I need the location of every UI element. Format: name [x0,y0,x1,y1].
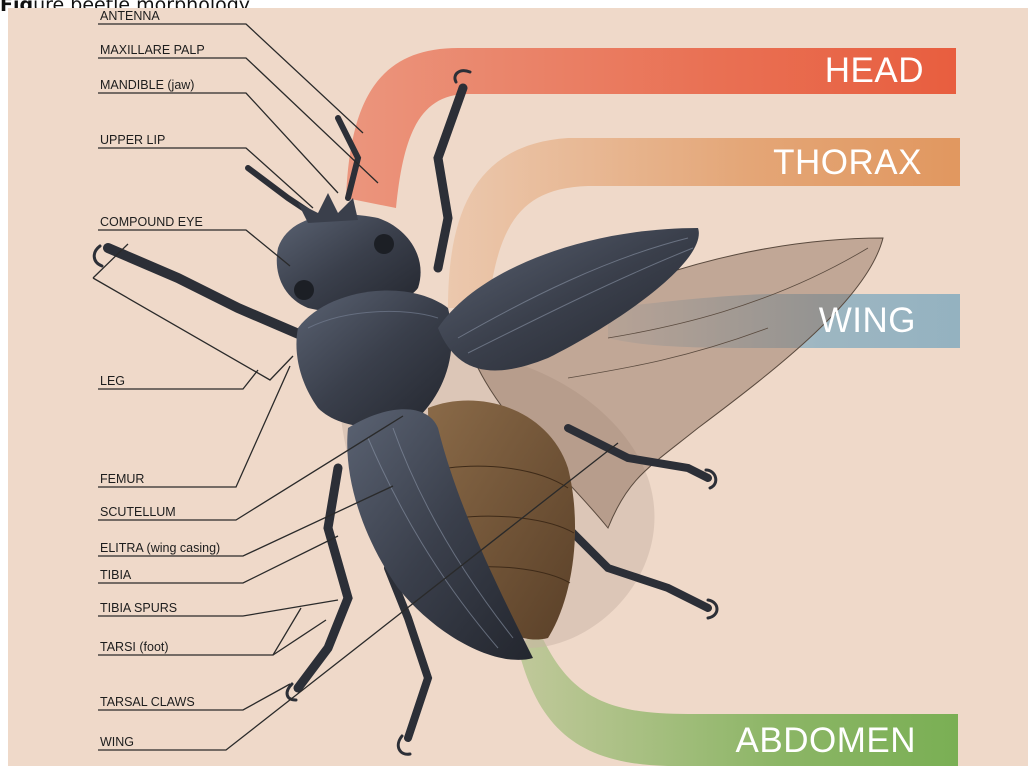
label-leg: LEG [100,374,125,388]
abdomen-band-label: ABDOMEN [736,721,916,760]
leader-tarsi-b [273,620,326,655]
leader-leg-bracket-bottom [93,278,293,380]
label-upper-lip: UPPER LIP [100,133,165,147]
label-tarsal-claws: TARSAL CLAWS [100,695,195,709]
label-mandible: MANDIBLE (jaw) [100,78,194,92]
label-wing: WING [100,735,134,749]
label-tarsi: TARSI (foot) [100,640,169,654]
label-tibia: TIBIA [100,568,132,582]
part-labels: ANTENNA MAXILLARE PALP MANDIBLE (jaw) UP… [100,9,220,749]
beetle-anatomy-diagram: HEAD THORAX WING ABDOMEN [8,8,1028,766]
label-maxillare-palp: MAXILLARE PALP [100,43,205,57]
label-compound-eye: COMPOUND EYE [100,215,203,229]
leader-femur [98,366,290,487]
head-band-label: HEAD [825,51,924,90]
diagram-panel: HEAD THORAX WING ABDOMEN [8,8,1028,766]
leader-upper-lip [98,148,313,208]
label-elitra: ELITRA (wing casing) [100,541,220,555]
label-femur: FEMUR [100,472,144,486]
label-antenna: ANTENNA [100,9,160,23]
label-tibia-spurs: TIBIA SPURS [100,601,177,615]
wing-band-label: WING [819,301,916,340]
thorax-band-label: THORAX [773,143,922,182]
label-scutellum: SCUTELLUM [100,505,176,519]
